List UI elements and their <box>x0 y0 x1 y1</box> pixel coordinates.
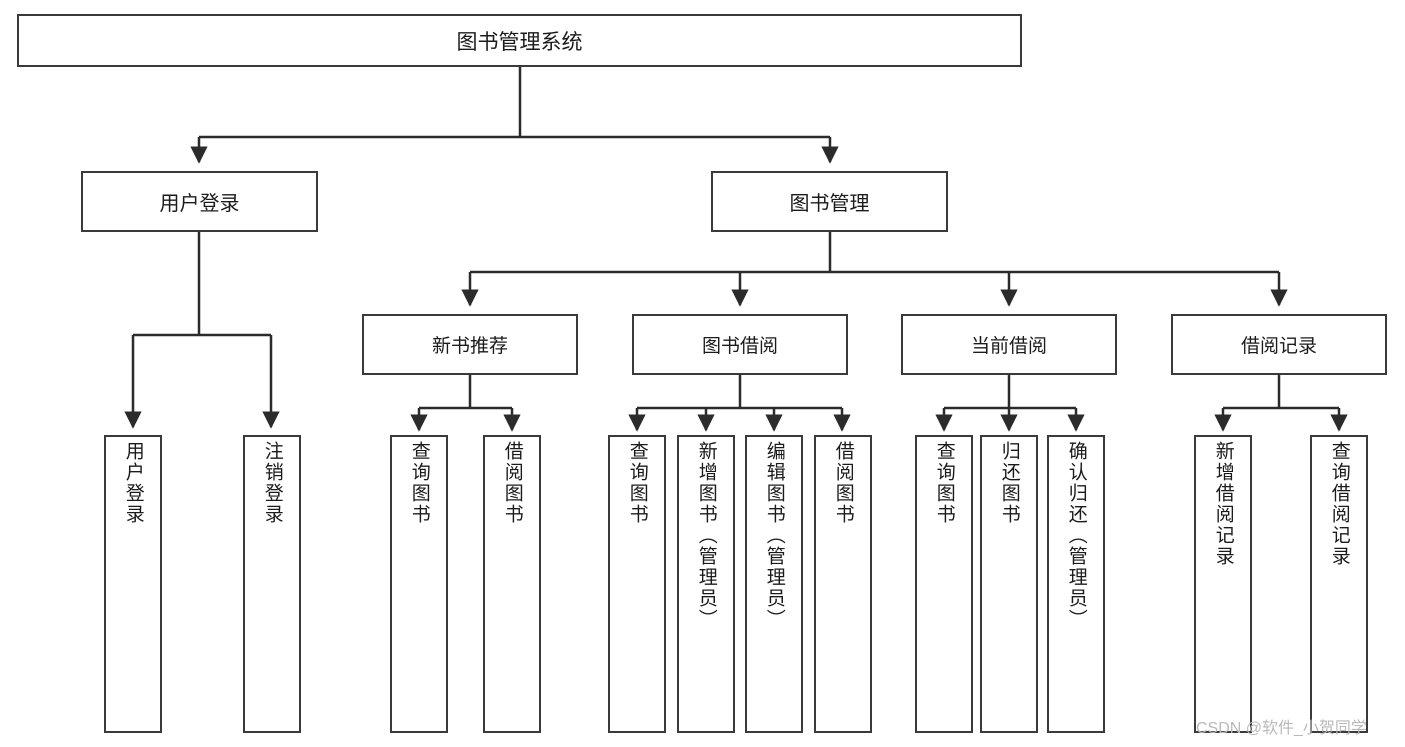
leaf-borrow-query-book[interactable]: 查询图书 <box>608 435 666 733</box>
node-label: 注销登录 <box>261 441 283 525</box>
node-current-borrow[interactable]: 当前借阅 <box>901 314 1117 375</box>
node-label: 借阅图书 <box>501 441 523 525</box>
node-label: 编辑图书（管理员） <box>763 441 785 630</box>
leaf-user-login-login[interactable]: 用户登录 <box>104 435 162 733</box>
leaf-record-add-record[interactable]: 新增借阅记录 <box>1194 435 1252 733</box>
node-label: 新增借阅记录 <box>1212 441 1234 567</box>
csdn-watermark: CSDN @软件_小贺同学 <box>1196 720 1367 737</box>
node-label: 图书管理 <box>789 193 870 215</box>
node-new-book-recommend[interactable]: 新书推荐 <box>362 314 578 375</box>
node-label: 新增图书（管理员） <box>695 441 717 630</box>
node-label: 归还图书 <box>998 441 1020 525</box>
leaf-borrow-add-book-admin[interactable]: 新增图书（管理员） <box>677 435 735 733</box>
node-label: 当前借阅 <box>970 336 1047 357</box>
node-label: 用户登录 <box>122 441 144 525</box>
leaf-recommend-query-book[interactable]: 查询图书 <box>390 435 448 733</box>
node-label: 查询图书 <box>933 441 955 525</box>
leaf-borrow-edit-book-admin[interactable]: 编辑图书（管理员） <box>745 435 803 733</box>
node-root-system[interactable]: 图书管理系统 <box>17 14 1022 67</box>
node-label: 确认归还（管理员） <box>1065 441 1087 630</box>
node-book-borrow[interactable]: 图书借阅 <box>632 314 848 375</box>
leaf-recommend-borrow-book[interactable]: 借阅图书 <box>483 435 541 733</box>
leaf-current-query-book[interactable]: 查询图书 <box>915 435 973 733</box>
node-label: 查询图书 <box>408 441 430 525</box>
node-label: 查询借阅记录 <box>1328 441 1350 567</box>
node-borrow-record[interactable]: 借阅记录 <box>1171 314 1387 375</box>
leaf-user-login-logout[interactable]: 注销登录 <box>243 435 301 733</box>
node-label: 新书推荐 <box>431 336 508 357</box>
leaf-borrow-borrow-book[interactable]: 借阅图书 <box>814 435 872 733</box>
node-book-management[interactable]: 图书管理 <box>711 171 948 232</box>
node-label: 借阅图书 <box>832 441 854 525</box>
node-label: 图书管理系统 <box>456 30 583 54</box>
leaf-record-query-record[interactable]: 查询借阅记录 <box>1310 435 1368 733</box>
node-label: 借阅记录 <box>1240 336 1317 357</box>
node-label: 查询图书 <box>626 441 648 525</box>
leaf-current-return-book[interactable]: 归还图书 <box>980 435 1038 733</box>
node-user-login[interactable]: 用户登录 <box>81 171 318 232</box>
node-label: 图书借阅 <box>701 336 778 357</box>
node-label: 用户登录 <box>159 193 240 215</box>
leaf-current-confirm-return-admin[interactable]: 确认归还（管理员） <box>1047 435 1105 733</box>
